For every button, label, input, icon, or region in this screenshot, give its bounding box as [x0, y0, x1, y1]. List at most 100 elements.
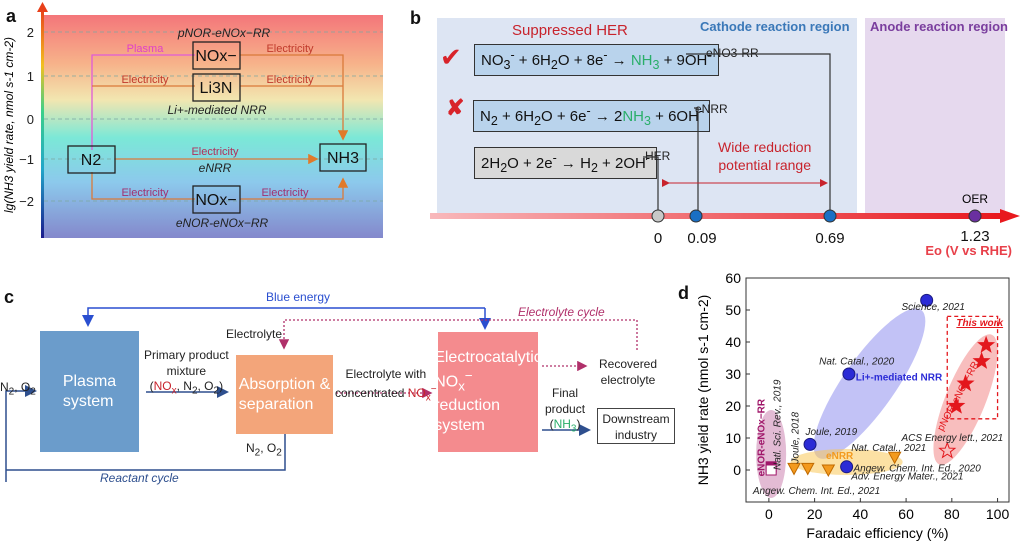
data-point-square — [765, 464, 777, 476]
ref-label: ACS Energy lett., 2021 — [901, 433, 1004, 444]
plasma-line1: Plasma — [62, 372, 117, 390]
enor-label: eNOR-eNOx−RR — [756, 398, 767, 476]
data-point-triangle-down — [887, 451, 902, 465]
tag-her: HER — [645, 149, 671, 163]
data-point-sphere — [842, 367, 856, 381]
ref-label: Joule, 2019 — [804, 427, 857, 438]
ref-label: Nat. Catal., 2020 — [819, 356, 894, 367]
y-axis-bar — [41, 8, 44, 238]
data-point-star — [938, 441, 957, 459]
blue-energy-label: Blue energy — [266, 290, 331, 304]
y-tick-label: 40 — [725, 334, 741, 350]
ec-line1: Electrocatalytic — [434, 349, 542, 367]
wide-range-line2: potential range — [718, 157, 812, 174]
point-eno3rr — [823, 209, 837, 223]
data-point-triangle-down — [787, 462, 801, 476]
panel-c-flowchart — [5, 307, 638, 482]
edge-label: Electricity — [191, 146, 239, 158]
absorption-line1: Absorption & — [238, 375, 331, 393]
rec-line2: electrolyte — [600, 372, 656, 387]
edge-label: Electricity — [261, 187, 309, 199]
cathode-region-label: Cathode reaction region — [700, 19, 850, 34]
y-tick-label: 60 — [725, 270, 741, 286]
point-her — [651, 209, 665, 223]
wide-range-line1: Wide reduction — [718, 139, 812, 155]
y-axis-arrow-icon — [37, 2, 48, 12]
x-axis-label: Faradaic efficiency (%) — [806, 525, 948, 541]
rec-line1: Recovered — [599, 357, 658, 371]
oer-label: OER — [962, 192, 988, 206]
anode-region — [865, 18, 1005, 216]
node-li3n: Li3N — [200, 80, 233, 97]
panel-c-label: c — [4, 287, 15, 307]
route-label-enrr: eNRR — [199, 161, 232, 175]
check-icon: ✔ — [440, 42, 462, 72]
y-tick-label: 30 — [725, 366, 741, 382]
node-nh3: NH3 — [327, 150, 359, 167]
edge-label-plasma: Plasma — [127, 43, 165, 55]
tag-eno3rr: eNO3-RR — [706, 46, 759, 60]
data-point-triangle-down — [800, 462, 815, 476]
data-point-star — [972, 351, 991, 369]
edge-label: Electricity — [121, 74, 169, 86]
primary-product-label: Primary product mixture (NOx, N2, O2) — [144, 348, 229, 398]
li-mediated-nrr-label: Li+-mediated NRR — [856, 372, 943, 383]
ds-line2: industry — [614, 428, 658, 443]
li-region-ellipse — [813, 308, 926, 459]
ref-label: Natl. Sci. Rev., 2019 — [772, 379, 783, 470]
node-n2: N2 — [81, 152, 102, 169]
x-tick-label: 100 — [986, 506, 1010, 522]
route-label-li: Li+-mediated NRR — [167, 103, 266, 117]
enor-region-ellipse — [756, 410, 787, 498]
panel-d-label: d — [678, 283, 689, 303]
electrolyte-label: Electrolyte — [226, 327, 283, 341]
this-work-label: This work — [956, 318, 1003, 329]
route-label-enor: eNOR-eNOx−RR — [176, 216, 269, 230]
route-label-pnor: pNOR-eNOx−RR — [177, 26, 271, 40]
ec-line2: NOx− reduction — [434, 368, 501, 414]
y-axis-label: NH3 yield rate (nmol s-1 cm-2) — [695, 295, 711, 486]
edge-label: Electricity — [266, 43, 314, 55]
potential-axis: 0 0.09 0.69 1.23 OER Eo (V vs RHE) — [430, 53, 1020, 258]
primary-line3: (NOx, N2, O2) — [149, 379, 224, 397]
panel-b-label: b — [410, 8, 421, 28]
x-tick-label: 60 — [898, 506, 914, 522]
axis-label-potential: Eo (V vs RHE) — [925, 243, 1012, 258]
node-nox-bottom: NOx− — [195, 192, 236, 209]
data-point-sphere — [803, 437, 817, 451]
ref-label: Adv. Energy Mater., 2021 — [850, 472, 963, 483]
data-point-sphere — [840, 460, 854, 474]
ref-label: Joule, 2018 — [791, 411, 802, 464]
edge-label: Electricity — [266, 74, 314, 86]
y-axis-label: lg(NH3 yield rate, nmol s-1 cm-2) — [2, 37, 16, 213]
y-tick: 1 — [27, 69, 34, 84]
ew-text: concentrated — [335, 385, 405, 400]
inputs-label: N2, O2 — [0, 380, 36, 398]
primary-line2: mixture — [166, 363, 207, 378]
potential-tick: 0.09 — [687, 230, 716, 247]
y-tick-label: 10 — [725, 430, 741, 446]
primary-line1: Primary product — [144, 348, 229, 362]
ref-label: Nat. Catal., 2021 — [851, 443, 926, 454]
fp-line3: (NH3) — [549, 417, 581, 435]
edge-label: Electricity — [121, 187, 169, 199]
pnor-region-ellipse — [933, 334, 998, 465]
suppressed-her-label: Suppressed HER — [512, 22, 628, 39]
enrr-label: eNRR — [826, 451, 854, 462]
anode-region-label: Anode reaction region — [870, 19, 1008, 34]
y-tick: 2 — [27, 25, 34, 40]
data-point-triangle-down — [821, 464, 836, 478]
y-tick-label: 20 — [725, 398, 741, 414]
reactant-cycle-label: Reactant cycle — [100, 471, 179, 485]
absorption-line2: separation — [238, 395, 314, 413]
x-tick-label: 40 — [853, 506, 869, 522]
fp-line2: product — [545, 401, 586, 416]
equation-eno3rr: NO3- + 6H2O + 8e- → NH3 + 9OH- — [474, 44, 719, 76]
y-tick-label: 50 — [725, 302, 741, 318]
final-product-label: Final product (NH3) — [545, 386, 585, 436]
cross-icon: ✘ — [446, 95, 465, 120]
data-point-star — [956, 374, 975, 392]
